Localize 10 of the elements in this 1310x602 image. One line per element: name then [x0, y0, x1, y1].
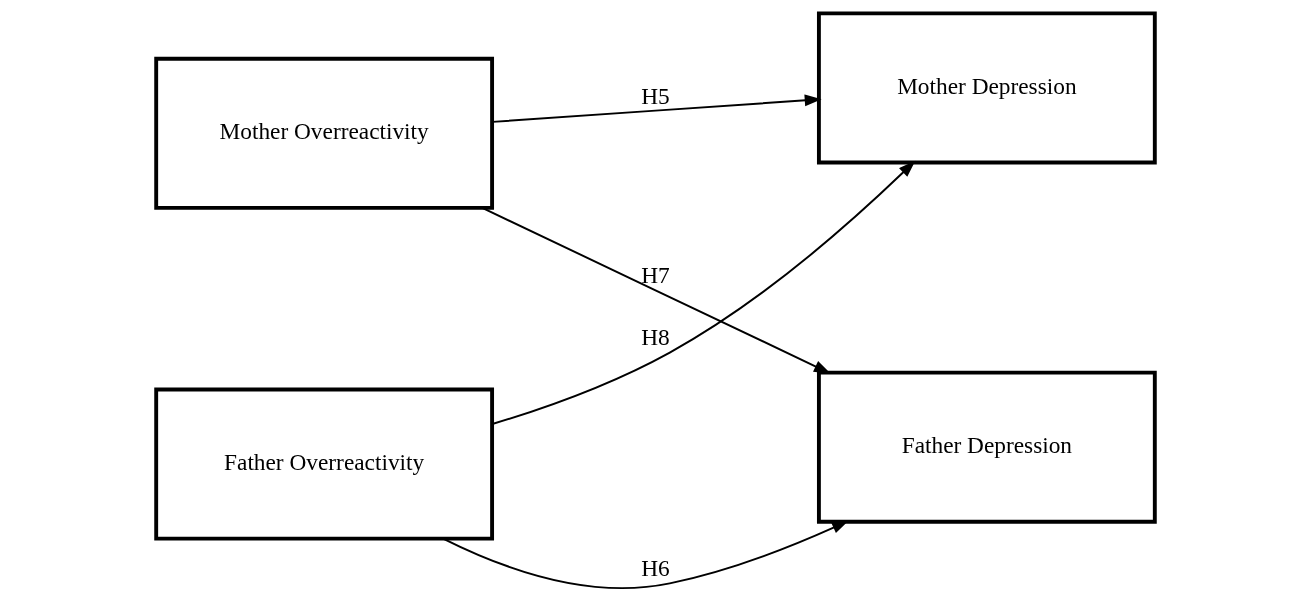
arrow: [442, 520, 849, 589]
edge-label: H6: [640, 555, 670, 582]
edge-label: H5: [640, 83, 670, 110]
arrow: [480, 206, 831, 374]
edge-label: H7: [640, 262, 670, 289]
edge-label: H8: [640, 324, 670, 351]
node-box: Father Depression: [816, 370, 1157, 524]
node-box: Mother Overreactivity: [153, 56, 494, 210]
node-box: Mother Depression: [816, 11, 1157, 165]
node-box: Father Overreactivity: [153, 387, 494, 541]
